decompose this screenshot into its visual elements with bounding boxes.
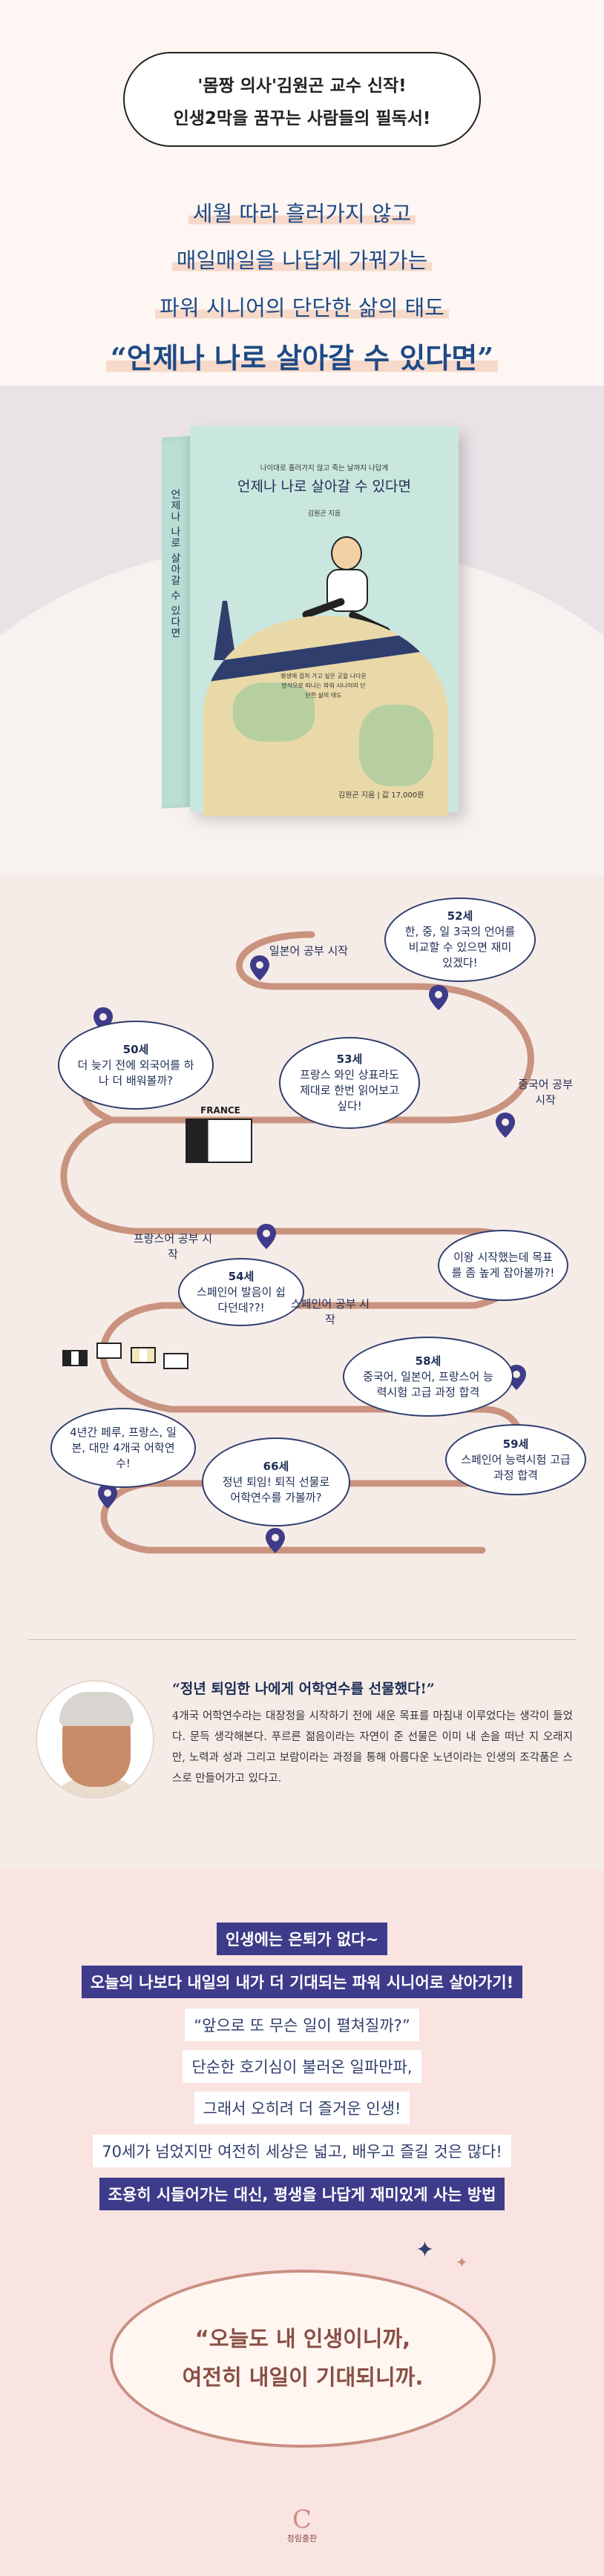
band-3: “앞으로 또 무슨 일이 펼쳐질까?” (0, 2009, 604, 2041)
band-1: 인생에는 은퇴가 없다~ (0, 1923, 604, 1955)
map-pin-icon (266, 1528, 285, 1553)
milestone-53: 53세 프랑스 와인 상표라도 제대로 한번 읽어보고 싶다! (279, 1037, 420, 1129)
cover-price: 김원곤 지음 | 값 17,000원 (338, 791, 424, 800)
globe-illustration (203, 616, 448, 816)
map-pin-icon (429, 985, 448, 1010)
cover-title: 언제나 나로 살아갈 수 있다면 (237, 478, 411, 495)
publisher-mark-icon: C (292, 2505, 312, 2534)
map-pin-icon (250, 955, 269, 981)
goal-cloud: 이왕 시작했는데 목표를 좀 높게 잡아볼까?! (438, 1230, 568, 1301)
band-7: 조용히 시들어가는 대신, 평생을 나답게 재미있게 사는 방법 (0, 2178, 604, 2210)
milestone-50: 50세 더 늦기 전에 외국어를 하나 더 배워볼까? (58, 1021, 214, 1110)
closing-quote-bubble: “오늘도 내 인생이니까, 여전히 내일이 기대되니까. (110, 2270, 496, 2448)
headline-line-1: 세월 따라 흘러가지 않고 (0, 197, 604, 228)
cover-subtitle: 나이대로 흘러가지 않고 죽는 날까지 나답게 (260, 464, 389, 472)
message-section: 인생에는 은퇴가 없다~ 오늘의 나보다 내일의 내가 더 기대되는 파워 시니… (0, 1869, 604, 2576)
closing-line-1: “오늘도 내 인생이니까, (194, 2326, 411, 2351)
band-2: 오늘의 나보다 내일의 내가 더 기대되는 파워 시니어로 살아가기! (0, 1966, 604, 1998)
milestone-58: 58세 중국어, 일본어, 프랑스어 능력시험 고급 과정 합격 (343, 1337, 513, 1417)
france-flag-icon: FRANCE (186, 1105, 252, 1163)
language-journey-map: 52세 한, 중, 일 3국의 언어를 비교할 수 있으면 재미있겠다! 50세… (0, 875, 604, 1647)
section-divider (28, 1639, 576, 1640)
quote-section: “정년 퇴임한 나에게 어학연수를 선물했다!” 4개국 어학연수라는 대장정을… (0, 1647, 604, 1869)
runner-illustration (301, 530, 392, 636)
headline-section: '몸짱 의사'김원곤 교수 신작! 인생2막을 꿈꾸는 사람들의 필독서! 세월… (0, 0, 604, 415)
quote-body: 4개국 어학연수라는 대장정을 시작하기 전에 새운 목표를 마침내 이루었다는… (172, 1710, 573, 1785)
cover-blurb: 평생에 걸쳐 가고 싶은 곳을 나다운 방식으로 떠나는 파워 시니어의 단단한… (280, 673, 367, 699)
book-spine: 언제나 나로 살아갈 수 있다면 (162, 435, 191, 809)
milestone-66: 66세 정년 퇴임! 퇴직 선물로 어학연수를 가볼까? (202, 1437, 350, 1526)
band-5: 그래서 오히려 더 즐거운 인생! (0, 2092, 604, 2124)
sparkle-icon: ✦ (416, 2237, 435, 2263)
label-chinese: 중국어 공부 시작 (518, 1078, 573, 1107)
author-avatar (36, 1680, 154, 1799)
milestone-52: 52세 한, 중, 일 3국의 언어를 비교할 수 있으면 재미있겠다! (384, 897, 536, 982)
quote-title: “정년 퇴임한 나에게 어학연수를 선물했다!” (172, 1681, 435, 1697)
book-section: 언제나 나로 살아갈 수 있다면 나이대로 흘러가지 않고 죽는 날까지 나답게… (0, 386, 604, 1061)
headline-line-2: 매일매일을 나답게 가꿔가는 (0, 243, 604, 274)
spine-title: 언제나 나로 살아갈 수 있다면 (169, 488, 181, 639)
badge-line-2: 인생2막을 꿈꾸는 사람들의 필독서! (173, 109, 431, 128)
book-front: 나이대로 흘러가지 않고 죽는 날까지 나답게 언제나 나로 살아갈 수 있다면… (190, 426, 459, 816)
language-trip-cloud: 4년간 페루, 프랑스, 일본, 대만 4개국 어학연수! (50, 1408, 196, 1488)
band-6: 70세가 넘었지만 여전히 세상은 넓고, 배우고 즐길 것은 많다! (0, 2135, 604, 2167)
label-spanish: 스페인어 공부 시작 (290, 1297, 370, 1326)
country-flags-icon (62, 1343, 188, 1387)
sparkle-icon: ✦ (456, 2253, 468, 2271)
headline-line-3: 파워 시니어의 단단한 삶의 태도 (0, 291, 604, 322)
band-4: 단순한 호기심이 불러온 일파만파, (0, 2050, 604, 2083)
publisher-name: 청림출판 (286, 2534, 318, 2543)
publisher-logo: C 청림출판 (276, 2507, 328, 2544)
cover-author: 김원곤 지음 (307, 510, 341, 518)
map-pin-icon (257, 1224, 276, 1249)
closing-line-2: 여전히 내일이 기대되니까. (182, 2365, 424, 2390)
book-cover: 언제나 나로 살아갈 수 있다면 나이대로 흘러가지 않고 죽는 날까지 나답게… (162, 426, 459, 816)
headline-book-title: “언제나 나로 살아갈 수 있다면” (0, 335, 604, 376)
author-badge: '몸짱 의사'김원곤 교수 신작! 인생2막을 꿈꾸는 사람들의 필독서! (123, 52, 481, 147)
map-pin-icon (98, 1483, 117, 1509)
label-french: 프랑스어 공부 시작 (133, 1232, 213, 1261)
map-pin-icon (496, 1113, 515, 1138)
milestone-59: 59세 스페인어 능력시험 고급 과정 합격 (445, 1424, 586, 1495)
badge-line-1: '몸짱 의사'김원곤 교수 신작! (197, 76, 407, 96)
label-japanese: 일본어 공부 시작 (269, 944, 349, 958)
milestone-54: 54세 스페인어 발음이 쉽다던데??! (178, 1258, 304, 1326)
